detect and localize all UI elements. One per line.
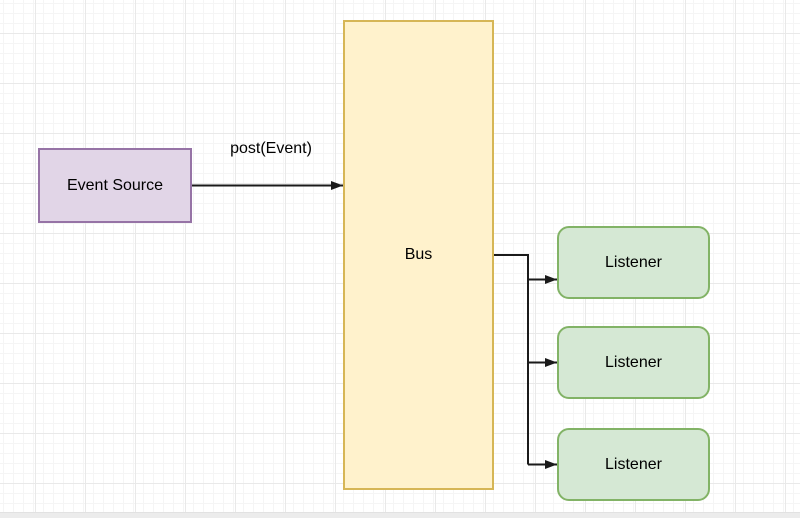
event-source-label: Event Source xyxy=(66,176,164,194)
bus-label: Bus xyxy=(404,246,433,264)
window-edge-strip xyxy=(0,512,800,518)
listener-label-1: Listener xyxy=(605,253,662,271)
bus-node[interactable]: Bus xyxy=(343,20,494,490)
listener-label-2: Listener xyxy=(605,353,662,371)
event-source-node[interactable]: Event Source xyxy=(38,148,192,223)
listener-node-1[interactable]: Listener xyxy=(557,226,710,299)
listener-label-3: Listener xyxy=(605,455,662,473)
listener-node-3[interactable]: Listener xyxy=(557,428,710,501)
listener-node-2[interactable]: Listener xyxy=(557,326,710,399)
bus-fanout-trunk[interactable] xyxy=(494,254,529,465)
edge-label-post-event: post(Event) xyxy=(230,140,312,157)
